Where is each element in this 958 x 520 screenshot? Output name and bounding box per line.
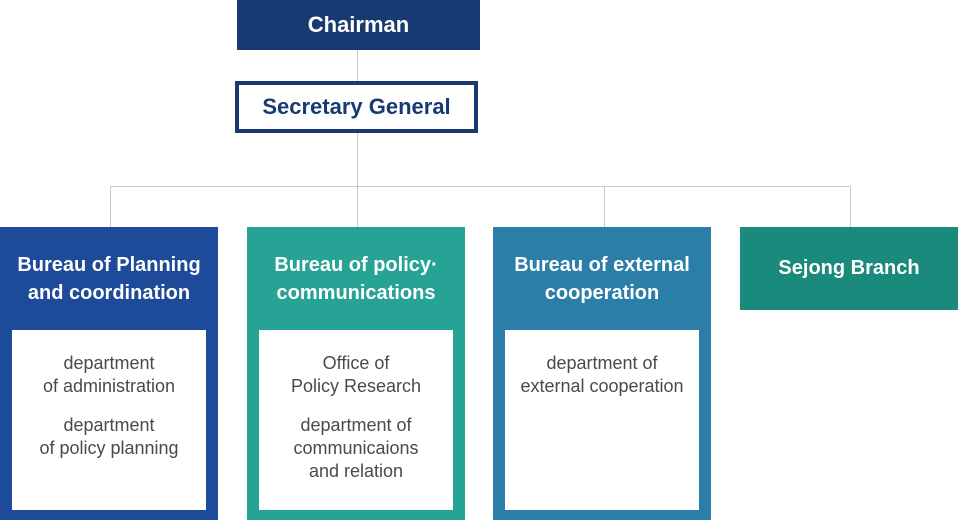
connector-secgen-trunk xyxy=(357,133,358,227)
department-item: department of policy planning xyxy=(39,415,179,458)
department-item: department of external cooperation xyxy=(520,353,684,396)
department-item: department of administration xyxy=(42,353,176,396)
bureau-title: Bureau of policy· communications xyxy=(274,253,438,304)
sejong-branch-label: Sejong Branch xyxy=(778,257,920,279)
bureau-departments: Office of Policy Research department of … xyxy=(259,330,453,510)
secretary-general-label: Secretary General xyxy=(262,94,451,119)
department-item: Office of Policy Research xyxy=(290,353,422,396)
sejong-branch-box: Sejong Branch xyxy=(740,227,958,310)
chairman-box: Chairman xyxy=(237,0,480,50)
bureau-external-cooperation: Bureau of external cooperation departmen… xyxy=(493,227,711,520)
bureau-departments: department of external cooperation xyxy=(505,330,699,510)
connector-to-bureau-planning xyxy=(110,186,111,227)
bureau-title: Bureau of Planning and coordination xyxy=(17,253,201,304)
connector-to-bureau-external xyxy=(604,186,605,227)
bureau-planning-coordination: Bureau of Planning and coordination depa… xyxy=(0,227,218,520)
chairman-label: Chairman xyxy=(307,12,410,37)
connector-to-sejong-branch xyxy=(850,186,851,227)
bureau-policy-communications: Bureau of policy· communications Office … xyxy=(247,227,465,520)
secretary-general-box: Secretary General xyxy=(235,81,478,133)
connector-chairman-secgen xyxy=(357,50,358,81)
bureau-departments: department of administration department … xyxy=(12,330,206,510)
connector-horizontal-bar xyxy=(110,186,851,187)
department-item: department of communicaions and relation xyxy=(293,415,419,481)
bureau-title: Bureau of external cooperation xyxy=(514,253,690,304)
